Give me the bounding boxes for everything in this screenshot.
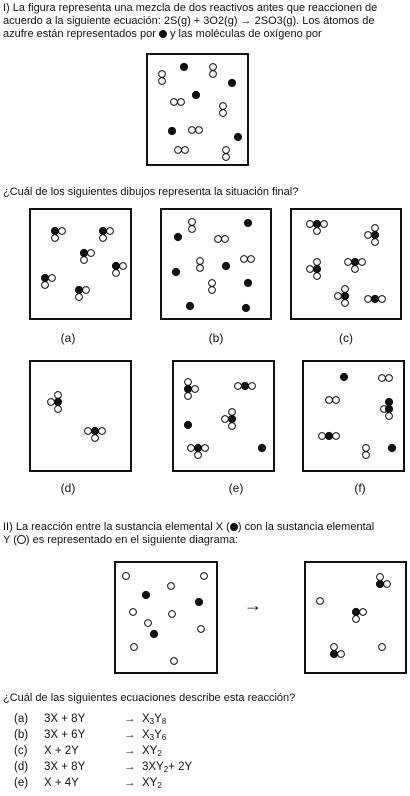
option-f-box [302, 360, 405, 472]
answer-e[interactable]: (e)X + 4Y→XY2 [14, 777, 162, 790]
part2-line2: Y ( ) es representado en el siguiente dia… [3, 534, 238, 548]
part2-line2a: Y ( [3, 534, 17, 546]
option-d-particles [47, 391, 106, 442]
y-particle-icon [16, 535, 26, 544]
part1-line1: I) La figura representa una mezcla de do… [3, 2, 378, 14]
option-a-box [29, 208, 132, 320]
answer-a[interactable]: (a)3X + 8Y→X3Y8 [14, 713, 167, 726]
part2-question: ¿Cuál de las siguientes ecuaciones descr… [3, 692, 296, 704]
initial-mixture-box [146, 53, 249, 166]
reaction-before-box [114, 561, 218, 674]
answer-d[interactable]: (d)3X + 8Y→3XY2 + 2Y [14, 761, 193, 774]
option-c-particles [306, 219, 386, 307]
option-b-label: (b) [208, 331, 224, 345]
option-e-label: (e) [228, 481, 244, 495]
part1-line3a: azufre están representados por [3, 28, 156, 40]
part2-line2b: ) es representado en el siguiente diagra… [25, 534, 239, 546]
reaction-after-box [304, 561, 407, 674]
answer-c[interactable]: (c)X + 2Y→XY2 [14, 745, 162, 758]
sulfur-atom-icon [158, 30, 167, 38]
part1-line3b: y las moléculas de oxígeno por [170, 28, 322, 40]
part1-question: ¿Cuál de los siguientes dibujos represen… [3, 186, 299, 198]
part1-line2: acuerdo a la siguiente ecuación: 2S(g) +… [3, 15, 375, 27]
reaction-arrow: → [244, 595, 262, 615]
x-particle-icon [229, 523, 238, 531]
answer-b[interactable]: (b)3X + 6Y→X3Y6 [14, 729, 167, 742]
option-a-particles [40, 226, 127, 301]
reaction-before-particles [122, 572, 208, 665]
option-f-label: (f) [354, 481, 366, 495]
option-d-box [29, 360, 132, 472]
part1-line3: azufre están representados por y las mol… [3, 28, 322, 42]
option-f-particles [318, 372, 397, 459]
option-d-label: (d) [60, 481, 76, 495]
option-e-box [172, 360, 275, 472]
initial-mixture-particles [158, 62, 243, 161]
part2-line1b: ) con la sustancia elemental [237, 521, 375, 533]
part2-line1a: II) La reacción entre la sustancia eleme… [3, 521, 230, 533]
option-c-label: (c) [339, 331, 353, 345]
option-b-particles [171, 218, 255, 313]
option-e-particles [183, 378, 267, 459]
reaction-after-particles [316, 573, 391, 659]
option-c-box [290, 208, 402, 320]
part2-line1: II) La reacción entre la sustancia eleme… [3, 521, 374, 535]
option-a-label: (a) [60, 331, 76, 345]
option-b-box [160, 208, 272, 320]
